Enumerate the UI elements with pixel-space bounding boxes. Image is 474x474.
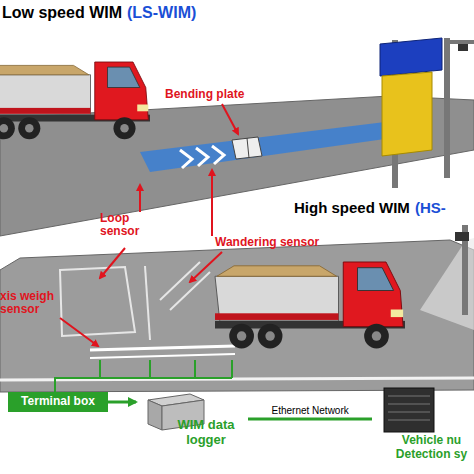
camera (458, 44, 468, 51)
sensor-wire (55, 378, 232, 392)
leader-line (60, 318, 98, 346)
axis-sensor (90, 346, 235, 350)
connector-line (248, 418, 372, 421)
sensor-label: Wandering sensor (215, 236, 319, 249)
gantry-cap (380, 38, 442, 76)
rack-slot (388, 396, 430, 397)
rack-slot (388, 420, 430, 421)
bending-plate (232, 137, 262, 159)
section-tag: (LS-WIM) (127, 4, 196, 22)
detection-system: Vehicle nu Detection sy (372, 384, 474, 472)
sensor-label: Loop sensor (100, 212, 150, 238)
lane-band (140, 122, 392, 172)
sensor-wire (231, 360, 233, 378)
dump-truck (0, 62, 150, 139)
wandering-sensor (170, 272, 210, 310)
road-slab (0, 240, 474, 392)
data-logger: WIM data logger (136, 386, 248, 452)
node-text: WIM data logger (166, 418, 246, 448)
rack-slot (388, 412, 430, 413)
sensor-label: xis weigh sensor (0, 290, 70, 316)
camera (455, 232, 469, 241)
terminal-box: Terminal box (8, 392, 108, 412)
gantry-body (382, 72, 432, 156)
dump-truck (215, 262, 405, 348)
section-tag: (HS- (415, 200, 446, 217)
chevron (180, 150, 192, 168)
leader-line (211, 170, 213, 236)
camera-arm (450, 40, 474, 44)
chevron (196, 148, 208, 166)
sensor-wire (194, 360, 196, 378)
leader-line (139, 185, 141, 212)
node-text: Vehicle nu Detection sy (384, 434, 474, 462)
leader-line (222, 104, 238, 134)
sensor-wire (149, 360, 151, 378)
rack-slot (388, 404, 430, 405)
axis-sensor (90, 354, 235, 358)
edge-label: Ethernet Network (272, 405, 349, 416)
connector-line (108, 401, 136, 404)
chevron (212, 146, 224, 164)
gantry-pole (444, 38, 450, 178)
leader-line (100, 248, 125, 278)
logger-device (148, 400, 162, 430)
wandering-sensor (160, 262, 200, 300)
section-heading: High speed WIM (294, 200, 410, 217)
node-text: Terminal box (8, 395, 108, 409)
plate-seam (247, 138, 249, 158)
leader-line (190, 252, 222, 282)
section-heading: Low speed WIM (2, 4, 122, 22)
sensor-label: Bending plate (165, 88, 244, 101)
sensor-wire (99, 360, 101, 378)
lane-line (145, 266, 150, 340)
server-rack (384, 388, 434, 432)
